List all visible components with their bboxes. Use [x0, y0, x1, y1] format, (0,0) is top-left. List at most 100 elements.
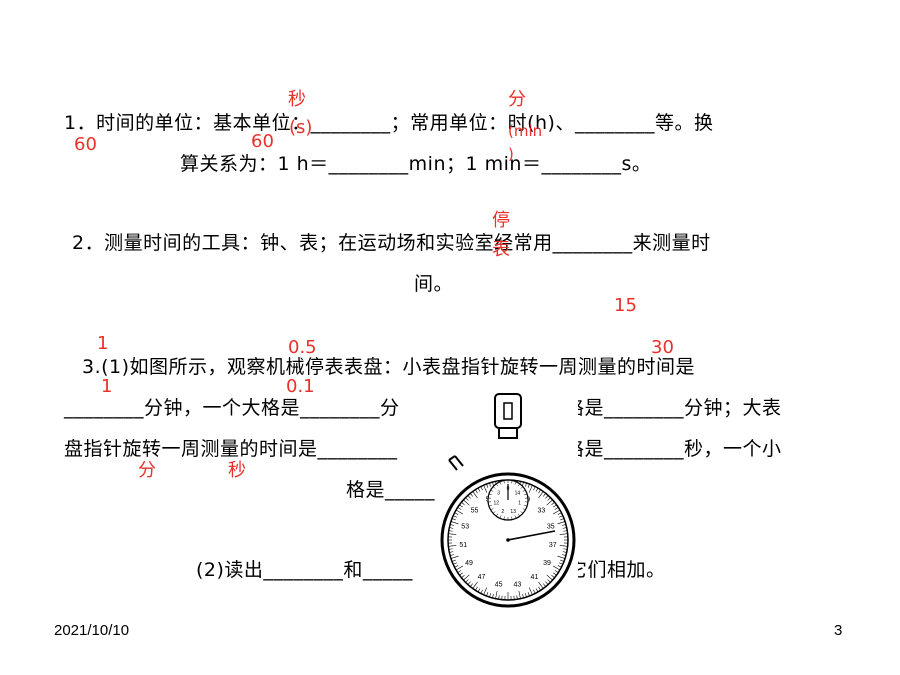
outer-tick [557, 521, 566, 525]
outer-tick [486, 483, 489, 488]
answer-tool-char1: 停 [492, 210, 510, 231]
outer-tick [449, 554, 454, 556]
outer-tick [527, 483, 530, 488]
outer-number: 43 [513, 582, 521, 589]
answer-small-division-min: 0.5 [288, 337, 317, 358]
inner-tick [517, 483, 520, 487]
outer-tick [563, 530, 568, 532]
answer-small-dial-period: 15 [614, 295, 637, 316]
outer-tick [538, 489, 541, 494]
outer-number: 55 [471, 507, 479, 514]
q3-line3a: 盘指针旋转一周测量的时间是________ [64, 438, 398, 460]
outer-tick [563, 548, 568, 550]
inner-tick [488, 493, 492, 495]
outer-number: 41 [531, 574, 539, 581]
outer-tick [557, 555, 566, 559]
inner-number: 13 [510, 509, 516, 515]
outer-tick [559, 515, 563, 518]
outer-tick [560, 559, 565, 562]
outer-tick [552, 565, 561, 571]
outer-tick [455, 509, 464, 515]
answer-big-division-sec: 1 [101, 376, 113, 397]
inner-tick [490, 489, 494, 492]
outer-tick [448, 545, 457, 547]
inner-tick [488, 505, 492, 507]
outer-tick [461, 502, 465, 505]
outer-tick [475, 586, 478, 591]
outer-tick [492, 594, 494, 599]
outer-tick [498, 595, 500, 600]
outer-tick [562, 527, 567, 529]
outer-tick [554, 570, 559, 573]
inner-tick [496, 483, 499, 487]
inner-tick [524, 505, 528, 507]
inner-tick [514, 481, 517, 485]
outer-tick [559, 533, 568, 535]
outer-tick [451, 518, 456, 521]
inner-tick [522, 508, 526, 511]
outer-tick [483, 587, 488, 595]
inner-tick [492, 511, 496, 514]
outer-tick [472, 491, 478, 499]
outer-tick [463, 574, 470, 581]
outer-tick [562, 524, 567, 526]
outer-tick [449, 551, 454, 553]
outer-number: 49 [465, 560, 473, 567]
outer-tick [535, 588, 539, 593]
inner-tick [511, 516, 513, 520]
answer-common-symbol: (min [508, 122, 543, 140]
outer-tick [547, 497, 551, 501]
q2-line1: 2．测量时间的工具：钟、表；在运动场和实验室经常用________来测量时 [72, 232, 711, 254]
outer-tick [459, 504, 463, 508]
outer-tick [449, 527, 454, 529]
outer-tick [553, 504, 557, 508]
answer-tool-char2: 表 [492, 239, 510, 260]
outer-tick [470, 583, 473, 587]
outer-tick [455, 565, 464, 571]
q3-line3b: 格是________秒，一个小 [565, 438, 782, 460]
outer-tick [465, 579, 469, 583]
outer-tick [551, 575, 555, 578]
outer-tick [453, 515, 457, 518]
inner-tick [520, 511, 524, 514]
outer-tick [489, 482, 491, 487]
outer-tick [557, 512, 562, 515]
outer-tick [545, 581, 549, 585]
inner-tick [492, 486, 496, 489]
outer-number: 35 [547, 524, 555, 531]
answer-common-unit: 分 [508, 89, 526, 110]
q3-line4: 格是_____ [346, 479, 436, 501]
footer-date: 2021/10/10 [54, 622, 130, 639]
outer-tick [547, 579, 551, 583]
q2-line2: 间。 [414, 273, 454, 295]
outer-tick [448, 530, 453, 532]
outer-tick [557, 565, 562, 568]
outer-tick [449, 524, 454, 526]
inner-number: 2 [501, 509, 504, 515]
outer-tick [528, 485, 533, 493]
outer-tick [453, 562, 457, 565]
inner-tick [499, 515, 502, 519]
answer-min-to-sec: 60 [251, 131, 274, 152]
outer-tick [475, 489, 478, 494]
stopwatch-figure: 315933353739414345474951535557 014113212… [438, 382, 578, 634]
outer-tick [559, 545, 568, 547]
outer-number: 51 [459, 542, 467, 549]
outer-number: 53 [461, 524, 469, 531]
outer-tick [554, 507, 559, 510]
inner-number: 3 [497, 491, 500, 497]
outer-tick [552, 509, 561, 515]
q3-line5b: 它们相加。 [568, 559, 666, 581]
outer-tick [522, 481, 524, 486]
q3-line1: 3.(1)如图所示，观察机械停表表盘：小表盘指针旋转一周测量的时间是 [82, 356, 696, 378]
outer-tick [495, 590, 498, 599]
outer-tick [480, 589, 483, 594]
inner-tick [499, 481, 502, 485]
q1-line2: 算关系为：1 h＝________min；1 min＝________s。 [180, 153, 652, 175]
outer-tick [559, 562, 563, 565]
inner-tick [514, 515, 517, 519]
inner-tick [496, 513, 499, 517]
outer-tick [545, 495, 549, 499]
inner-number: 12 [494, 501, 500, 507]
answer-big-division-min: 1 [97, 333, 109, 354]
